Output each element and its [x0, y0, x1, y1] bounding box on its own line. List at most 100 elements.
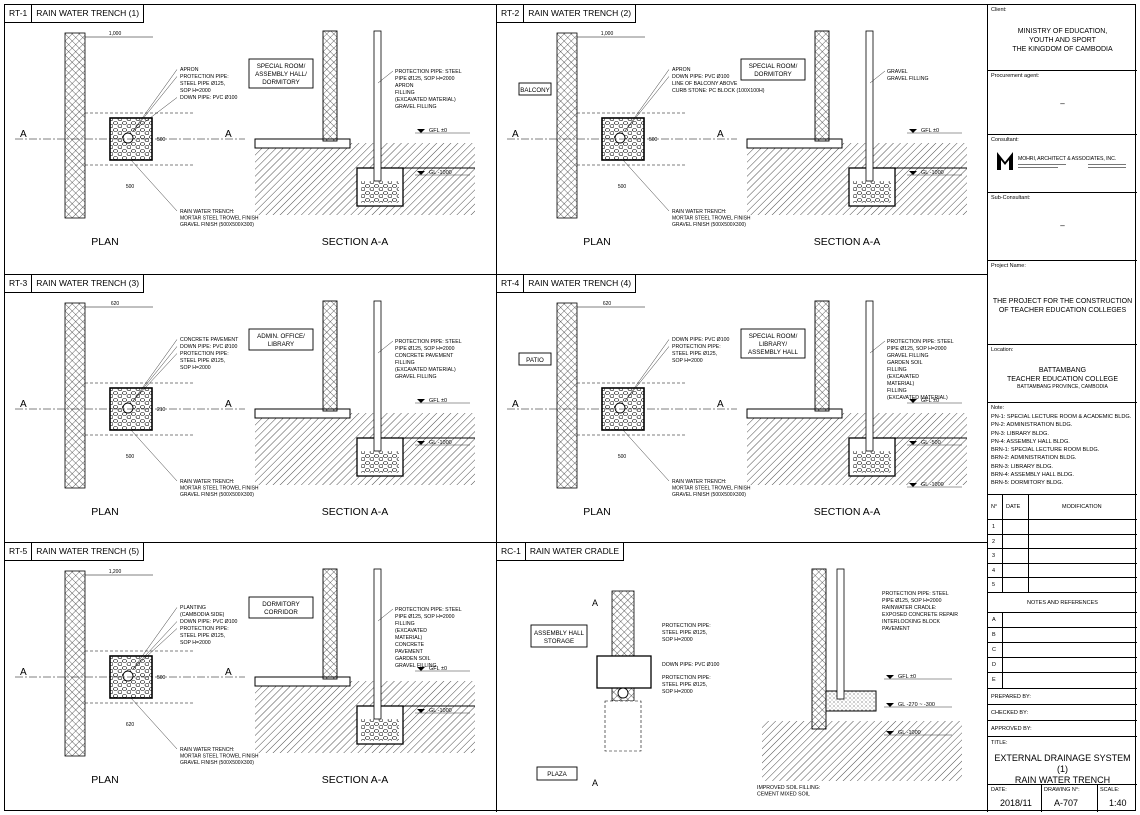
- consultant-box: Consultant: MOHRI, ARCHITECT & ASSOCIATE…: [988, 135, 1137, 193]
- panel-title: RAIN WATER TRENCH (3): [32, 275, 145, 293]
- room-label: SPECIAL ROOM/: [257, 63, 306, 70]
- leader-line: [624, 76, 670, 132]
- view-label-plan: PLAN: [91, 506, 118, 518]
- level-text: GFL ±0: [921, 398, 939, 404]
- note-item: BRN-2: ADMINISTRATION BLDG.: [991, 455, 1077, 462]
- trench-note: MORTAR STEEL TROWEL FINISH: [672, 216, 751, 222]
- mod-row-number: 5: [992, 582, 996, 589]
- title-block: Client: MINISTRY OF EDUCATION, YOUTH AND…: [988, 5, 1137, 812]
- plan-note: DOWN PIPE: PVC Ø100: [672, 337, 729, 343]
- drawing-number-value: A-707: [1054, 798, 1079, 808]
- level-text: GL -1000: [429, 170, 452, 176]
- view-label-section: SECTION A-A: [814, 236, 881, 248]
- down-pipe-circle: [122, 402, 134, 414]
- panel-title: RAIN WATER TRENCH (2): [524, 5, 637, 23]
- room-label: ASSEMBLY HALL/: [255, 71, 307, 78]
- level-triangle-icon: [909, 483, 917, 487]
- plan-note: SOP H=2000: [662, 689, 693, 695]
- plan-note: CURB STONE: PC BLOCK (100X100H): [672, 88, 765, 94]
- section-note: (EXCAVATED: [887, 374, 919, 380]
- date-number-scale-box: DATE: 2018/11 DRAWING N°: A-707 SCALE: 1…: [988, 785, 1137, 812]
- dimension-text: 500: [649, 137, 658, 143]
- trench-note: RAIN WATER TRENCH:: [672, 209, 726, 215]
- leader-line: [624, 69, 670, 132]
- date-value: 2018/11: [1000, 798, 1032, 808]
- drawing-number-label: DRAWING N°:: [1044, 787, 1080, 793]
- section-note: PIPE Ø125, SOP H=2000: [395, 76, 455, 82]
- level-triangle-icon: [417, 667, 425, 671]
- plan-note: STEEL PIPE Ø125,: [180, 358, 225, 364]
- trench-note: RAIN WATER TRENCH:: [180, 747, 234, 753]
- note-item: PN-1: SPECIAL LECTURE ROOM & ACADEMIC BL…: [991, 414, 1132, 420]
- procurement-box: Procurement agent: –: [988, 71, 1137, 135]
- plan-note: APRON: [180, 67, 199, 73]
- trench-note: GRAVEL FINISH (500X500X300): [672, 222, 746, 228]
- soil-hatch: [762, 721, 962, 781]
- level-triangle-icon: [417, 129, 425, 133]
- dimension-text: 620: [603, 301, 612, 307]
- down-pipe-circle: [122, 670, 134, 682]
- plan-note: SOP H=2000: [180, 365, 211, 371]
- plan-note: DOWN PIPE: PVC Ø100: [180, 95, 237, 101]
- view-label-section: SECTION A-A: [322, 774, 389, 786]
- room-label-box: [530, 624, 588, 648]
- view-label-section: SECTION A-A: [322, 506, 389, 518]
- panel-title: RAIN WATER CRADLE: [525, 543, 625, 561]
- section-note: APRON: [395, 83, 414, 89]
- mod-row-number: 4: [992, 567, 996, 574]
- scale-value: 1:40: [1109, 798, 1127, 808]
- down-pipe-circle: [617, 687, 629, 699]
- down-pipe: [836, 568, 845, 700]
- trench-note: RAIN WATER TRENCH:: [672, 479, 726, 485]
- section-note: RAINWATER CRADLE:: [882, 605, 936, 611]
- section-note: MATERIAL): [395, 635, 423, 641]
- level-text: GFL ±0: [898, 674, 916, 680]
- section-note: GRAVEL FILLING: [887, 76, 929, 82]
- leader-line: [132, 346, 178, 402]
- wall-hatch: [64, 570, 86, 757]
- drawing-title-line: RAIN WATER TRENCH: [1014, 775, 1111, 785]
- approved-label: APPROVED BY:: [991, 726, 1032, 732]
- section-note: PROTECTION PIPE: STEEL: [887, 339, 954, 345]
- room-label: ADMIN. OFFICE/: [257, 333, 305, 340]
- room-label-box: [248, 58, 314, 89]
- panel-title: RAIN WATER TRENCH (1): [32, 5, 145, 23]
- plan-note: SOP H=2000: [672, 358, 703, 364]
- wall-hatch: [556, 302, 578, 489]
- trench-note: GRAVEL FINISH (500X500X300): [180, 760, 254, 766]
- ref-row-letter: C: [992, 647, 996, 653]
- down-pipe: [865, 30, 874, 182]
- dimension-text: 1,200: [109, 569, 122, 575]
- room-label-box: [536, 766, 578, 781]
- section-note: FILLING: [887, 388, 907, 394]
- project-line: THE PROJECT FOR THE CONSTRUCTION: [992, 298, 1133, 305]
- section-marker-a: A: [592, 778, 598, 788]
- panel-code: RT-1: [5, 5, 33, 23]
- down-pipe-circle: [122, 132, 134, 144]
- mod-header: MODIFICATION: [1062, 504, 1102, 510]
- panel-title: RAIN WATER TRENCH (5): [32, 543, 145, 561]
- dimension-text: 1,000: [109, 31, 122, 37]
- leader-line: [132, 353, 178, 402]
- down-pipe: [373, 568, 382, 720]
- level-text: GL -1000: [921, 482, 944, 488]
- room-label: SPECIAL ROOM/: [749, 333, 798, 340]
- wall-hatch: [322, 568, 338, 680]
- dimension-text: 620: [111, 301, 120, 307]
- consultant-name: MOHRI, ARCHITECT & ASSOCIATES, INC.: [1018, 156, 1117, 162]
- dimension-text: 500: [618, 184, 627, 190]
- section-note: GRAVEL FILLING: [887, 353, 929, 359]
- procurement-value: –: [1060, 99, 1065, 108]
- location-box: Location: BATTAMBANG TEACHER EDUCATION C…: [988, 345, 1137, 403]
- leader-line: [377, 70, 394, 84]
- approved-box: APPROVED BY:: [988, 721, 1137, 737]
- section-marker-a: A: [20, 129, 27, 140]
- dimension-text: 500: [618, 454, 627, 460]
- ref-row-letter: A: [992, 617, 996, 623]
